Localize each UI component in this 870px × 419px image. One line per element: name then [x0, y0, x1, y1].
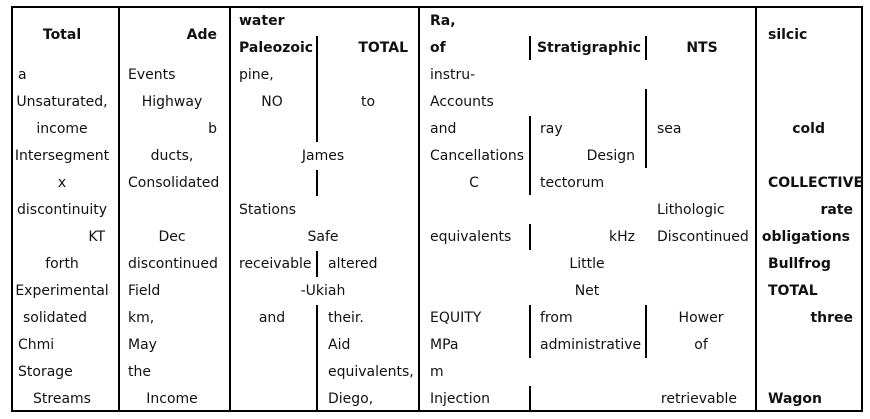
table-cell: KT	[88, 229, 105, 245]
col-divider-partial	[529, 305, 531, 358]
table-cell: obligations	[761, 229, 850, 245]
table-cell: the	[128, 364, 151, 380]
table-cell: Storage	[18, 364, 73, 380]
table-cell: Wagon	[768, 391, 822, 407]
col-divider-partial	[645, 36, 647, 60]
table-cell: -Ukiah	[300, 283, 346, 299]
table-cell: of	[694, 337, 708, 353]
table-cell: Injection	[430, 391, 491, 407]
col-divider-partial	[529, 224, 531, 250]
header-ra: Ra,	[430, 13, 456, 29]
col-divider-partial	[316, 305, 318, 412]
table-cell: tectorum	[540, 175, 605, 191]
table-cell: and	[430, 121, 457, 137]
table-cell: forth	[45, 256, 79, 272]
header-water: water	[239, 13, 285, 29]
table-cell: b	[208, 121, 217, 137]
table-cell: Dec	[158, 229, 186, 245]
col-divider-partial	[316, 170, 318, 196]
header-ade: Ade	[186, 27, 217, 43]
table-cell: discontinuity	[17, 202, 107, 218]
table-cell: Aid	[328, 337, 351, 353]
table-cell: May	[128, 337, 157, 353]
table-cell: ray	[540, 121, 563, 137]
table-cell: Lithologic	[657, 202, 725, 218]
table-cell: Highway	[141, 94, 203, 110]
table-cell: Safe	[307, 229, 339, 245]
table-cell: sea	[657, 121, 682, 137]
table-cell: EQUITY	[430, 310, 482, 326]
col-divider-partial	[645, 89, 647, 168]
header-silcic: silcic	[768, 27, 808, 43]
col-divider-partial	[529, 116, 531, 195]
table-cell: Intersegment	[14, 148, 110, 164]
table-cell: x	[57, 175, 67, 191]
table-cell: three	[810, 310, 853, 326]
table-cell: rate	[820, 202, 853, 218]
table-cell: km,	[128, 310, 155, 326]
table-cell: administrative	[540, 337, 642, 353]
col-divider-partial	[645, 305, 647, 358]
table-cell: ducts,	[150, 148, 194, 164]
table-cell: equivalents	[430, 229, 512, 245]
table-cell: retrievable	[660, 391, 737, 407]
table-cell: Experimental	[15, 283, 109, 299]
table-cell: Little	[569, 256, 605, 272]
table-cell: receivable	[239, 256, 312, 272]
table-cell: Bullfrog	[768, 256, 831, 272]
header-total: Total	[42, 27, 82, 43]
header-of: of	[430, 40, 446, 56]
table-cell: pine,	[239, 67, 274, 83]
table-cell: COLLECTIVE	[768, 175, 864, 191]
col-divider-partial	[529, 386, 531, 412]
col-divider-partial	[529, 36, 531, 60]
table-cell: Income	[146, 391, 198, 407]
table-cell: m	[430, 364, 444, 380]
table-cell: NO	[261, 94, 283, 110]
table-cell: Events	[128, 67, 176, 83]
table-cell: Diego,	[328, 391, 374, 407]
table-cell: Chmi	[18, 337, 55, 353]
col-divider	[755, 6, 757, 412]
table-cell: from	[540, 310, 573, 326]
col-divider	[229, 6, 231, 412]
table-cell: a	[18, 67, 27, 83]
table-cell: and	[258, 310, 286, 326]
col-divider	[118, 6, 120, 412]
table-cell: solidated	[22, 310, 88, 326]
table-cell: Hower	[678, 310, 724, 326]
header-paleozoic: Paleozoic	[239, 40, 314, 56]
table-cell: kHz	[609, 229, 635, 245]
table-cell: equivalents,	[328, 364, 414, 380]
table-border	[11, 6, 863, 412]
table-cell: Stations	[239, 202, 297, 218]
table-cell: Discontinued	[657, 229, 749, 245]
table-cell: Accounts	[430, 94, 494, 110]
table-cell: Net	[574, 283, 600, 299]
table-cell: Unsaturated,	[16, 94, 108, 110]
table-cell: discontinued	[128, 256, 218, 272]
table-cell: Cancellations	[430, 148, 525, 164]
col-divider-partial	[316, 251, 318, 277]
table-cell: Streams	[33, 391, 91, 407]
header-nts: NTS	[686, 40, 718, 56]
col-divider-partial	[316, 36, 318, 142]
table-cell: James	[301, 148, 345, 164]
table-cell: their.	[328, 310, 364, 326]
table-cell: C	[469, 175, 479, 191]
table-cell: to	[360, 94, 376, 110]
table-cell: instru-	[430, 67, 476, 83]
header-total-2: TOTAL	[358, 40, 408, 56]
table-cell: MPa	[430, 337, 459, 353]
table-cell: altered	[328, 256, 378, 272]
col-divider	[418, 6, 420, 412]
table-cell: TOTAL	[768, 283, 818, 299]
table-cell: income	[36, 121, 88, 137]
header-stratigraphic: Stratigraphic	[536, 40, 642, 56]
table-cell: cold	[792, 121, 825, 137]
table-cell: Design	[586, 148, 635, 164]
table-cell: Consolidated	[128, 175, 220, 191]
table-cell: Field	[128, 283, 161, 299]
